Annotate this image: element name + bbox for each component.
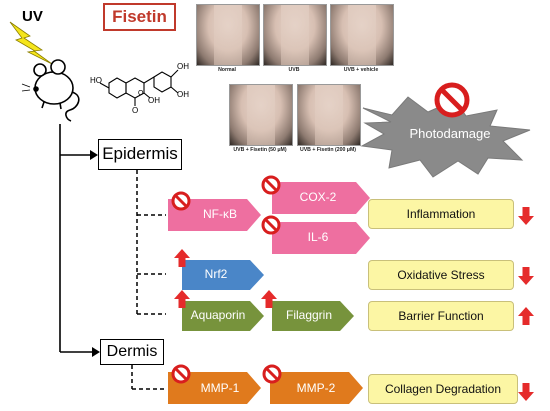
pathway-lines	[59, 124, 166, 390]
nrf2-shape	[182, 260, 264, 290]
collagen-degradation-box: Collagen Degradation	[368, 374, 518, 404]
nfkb-label: NF-κB	[203, 207, 237, 221]
photo-caption-fisetin-200: UVB + Fisetin (200 μM)	[299, 147, 357, 153]
photo-fisetin-200	[297, 84, 361, 146]
structure-label-oh-ring: OH	[148, 96, 160, 105]
oxidative-down-arrow-icon	[518, 267, 534, 285]
collagen-down-arrow-icon	[518, 383, 534, 401]
mmp2-shape	[270, 372, 363, 404]
mmp1-label: MMP-1	[200, 381, 240, 395]
photo-caption-uvb: UVB	[288, 67, 300, 73]
mmp1-ban-icon	[171, 364, 191, 384]
mouse-icon	[21, 59, 80, 122]
il6-shape	[272, 222, 370, 254]
inflammation-down-arrow-icon	[518, 207, 534, 225]
photo-fisetin-50	[229, 84, 293, 146]
oxidative-stress-box: Oxidative Stress	[368, 260, 514, 290]
nfkb-ban-icon	[171, 191, 191, 211]
filaggrin-label: Filaggrin	[285, 308, 333, 322]
barrier-up-arrow-icon	[518, 307, 534, 325]
photo-uvb-vehicle	[330, 4, 394, 66]
nrf2-label: Nrf2	[204, 267, 228, 281]
photo-normal	[196, 4, 260, 66]
mmp2-label: MMP-2	[296, 381, 336, 395]
mmp2-ban-icon	[262, 364, 282, 384]
cox2-shape	[272, 182, 370, 214]
photo-caption-uvb-vehicle: UVB + vehicle	[343, 67, 379, 73]
structure-label-oh-mid: OH	[177, 90, 189, 99]
barrier-function-box: Barrier Function	[368, 301, 514, 331]
photo-caption-fisetin-50: UVB + Fisetin (50 μM)	[233, 147, 287, 153]
structure-label-oh-top: OH	[177, 62, 189, 71]
fisetin-structure	[99, 69, 179, 106]
fisetin-title: Fisetin	[103, 3, 176, 31]
cox2-label: COX-2	[299, 190, 337, 204]
inflammation-box: Inflammation	[368, 199, 514, 229]
il6-label: IL-6	[307, 230, 329, 244]
big-ban-icon	[434, 82, 470, 118]
structure-label-ho: HO	[90, 76, 102, 85]
uv-label: UV	[22, 8, 43, 25]
filaggrin-shape	[272, 301, 354, 331]
mmp1-shape	[168, 372, 261, 404]
cox2-ban-icon	[261, 175, 281, 195]
aquaporin-label: Aquaporin	[190, 308, 246, 322]
il6-ban-icon	[261, 215, 281, 235]
dermis-box: Dermis	[100, 339, 164, 365]
photo-uvb	[263, 4, 327, 66]
photodamage-label: Photodamage	[409, 126, 491, 141]
structure-label-ring-o: O	[138, 90, 144, 97]
lightning-bolt-icon	[9, 21, 53, 65]
nfkb-shape	[168, 199, 261, 231]
photo-caption-normal: Normal	[218, 67, 236, 73]
aquaporin-shape	[182, 301, 264, 331]
structure-label-carbonyl: O	[132, 106, 139, 115]
epidermis-box: Epidermis	[98, 139, 182, 170]
